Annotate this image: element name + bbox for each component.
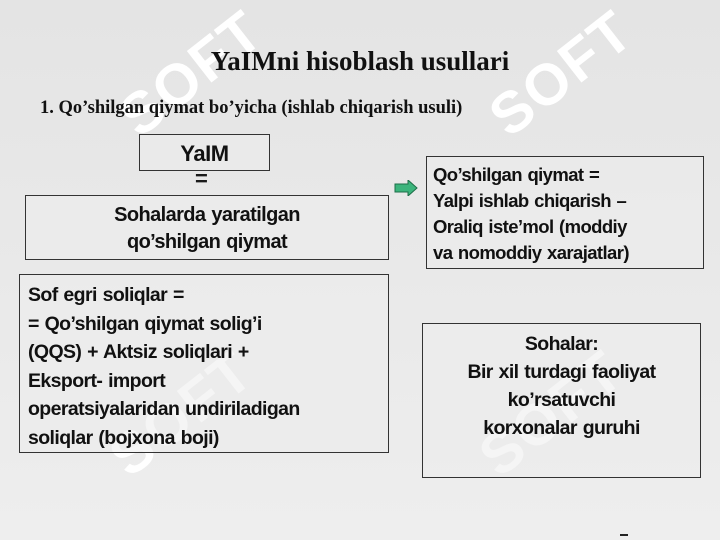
formula-line: Qo’shilgan qiymat = <box>433 164 600 185</box>
sectors-line: Sohalar: <box>524 333 599 355</box>
yaim-box: YaIM <box>139 134 270 171</box>
formula-line: Oraliq iste’mol (moddiy <box>433 216 627 237</box>
taxes-line: Eksport- import <box>28 369 166 392</box>
taxes-line: soliqlar (bojxona boji) <box>28 426 219 449</box>
slide-marker <box>620 534 628 536</box>
taxes-line: operatsiyalaridan undiriladigan <box>28 398 300 420</box>
slide-title: YaIMni hisoblash usullari <box>210 46 510 76</box>
equals-sign: = <box>195 166 208 191</box>
taxes-line: Sof egri soliqlar = <box>28 284 184 306</box>
sectors-line: korxonalar guruhi <box>483 417 640 439</box>
formula-line: Yalpi ishlab chiqarish – <box>433 190 627 211</box>
net-indirect-taxes-box: Sof egri soliqlar = = Qo’shilgan qiymat … <box>19 274 389 453</box>
taxes-line: = Qo’shilgan qiymat solig’i <box>28 312 262 335</box>
sectors-line: ko’rsatuvchi <box>507 389 616 411</box>
sectors-definition-box: Sohalar: Bir xil turdagi faoliyat ko’rsa… <box>422 323 701 478</box>
value-added-line: Sohalarda yaratilgan <box>114 204 300 226</box>
formula-line: va nomoddiy xarajatlar) <box>433 242 629 263</box>
value-added-formula-box: Qo’shilgan qiymat = Yalpi ishlab chiqari… <box>426 156 704 269</box>
taxes-line: (QQS) + Aktsiz soliqlari + <box>28 341 249 363</box>
value-added-box: Sohalarda yaratilgan qo’shilgan qiymat <box>25 195 389 260</box>
sectors-line: Bir xil turdagi faoliyat <box>467 361 657 383</box>
right-arrow-icon <box>394 180 418 196</box>
yaim-label: YaIM <box>180 141 229 166</box>
slide-subtitle: 1. Qo’shilgan qiymat bo’yicha (ishlab ch… <box>40 98 463 118</box>
value-added-line: qo’shilgan qiymat <box>126 231 288 253</box>
